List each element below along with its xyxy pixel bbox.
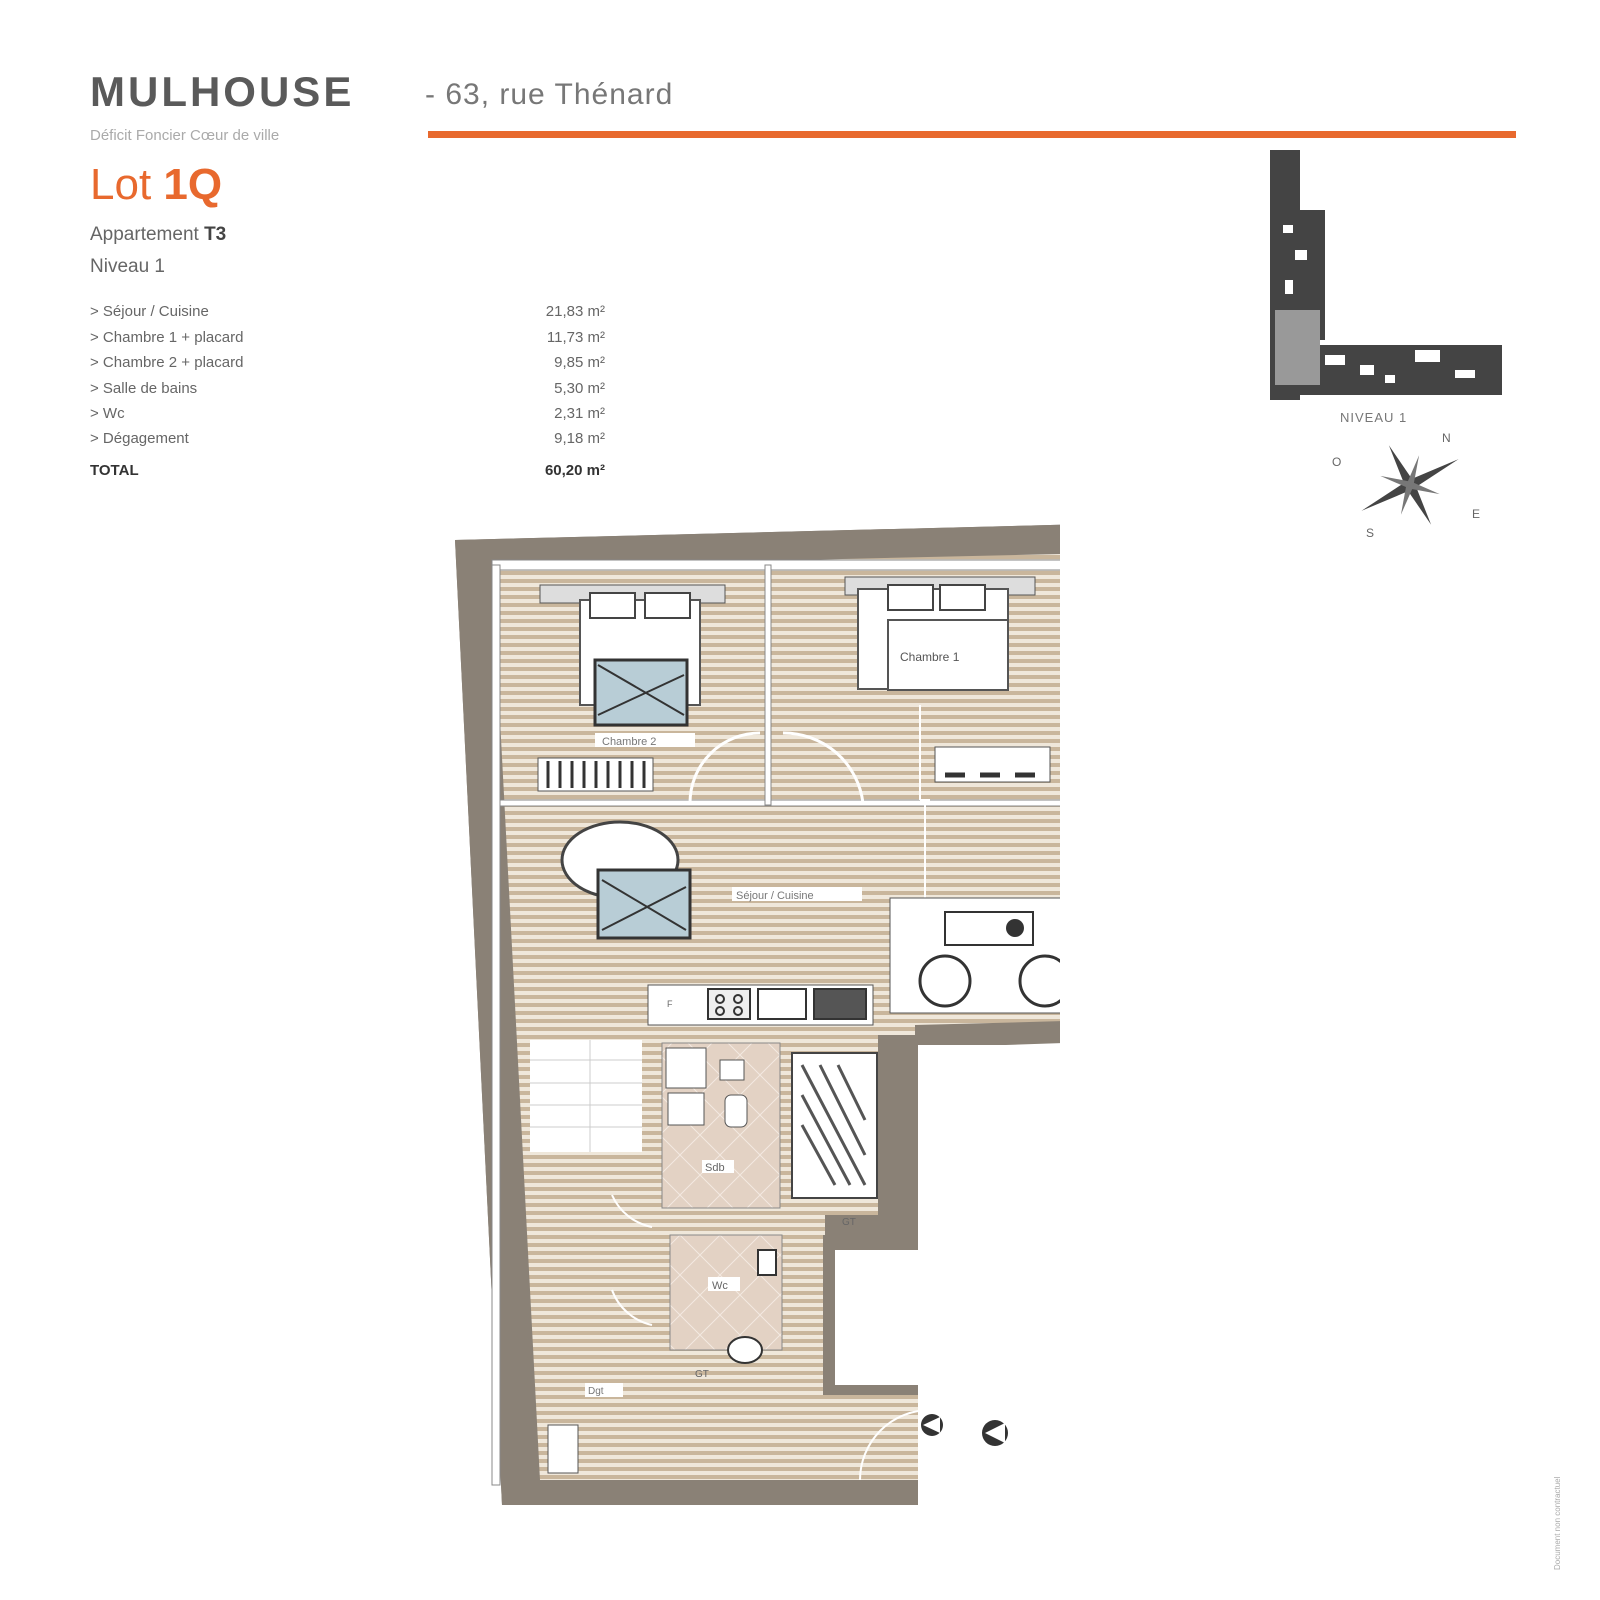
surface-row: > Chambre 1 + placard 11,73 m²	[90, 329, 605, 355]
surface-row: > Dégagement 9,18 m²	[90, 430, 605, 456]
header-divider	[428, 131, 1516, 138]
surface-value: 21,83 m²	[545, 303, 605, 320]
surface-row: > Wc 2,31 m²	[90, 405, 605, 431]
surface-label: > Salle de bains	[90, 380, 198, 397]
locator-lot-highlight	[1275, 310, 1320, 385]
surface-label: > Chambre 2 + placard	[90, 354, 244, 371]
surface-total-value: 60,20 m²	[544, 462, 605, 479]
cabinet-icon	[547, 1424, 579, 1474]
room-label-gt-wc: GT	[695, 1369, 709, 1380]
room-label-dgt: Dgt	[588, 1386, 604, 1397]
staircase	[530, 1040, 642, 1152]
floor-plan: Chambre 2 Chambre 1 Séjour / Cuisine F	[455, 524, 1060, 1525]
lot-prefix: Lot	[90, 160, 152, 209]
surface-value: 2,31 m²	[554, 405, 605, 422]
room-label-gt-bath: GT	[842, 1217, 856, 1228]
wardrobe-icon	[934, 746, 1051, 783]
room-label-wc: Wc	[712, 1280, 728, 1292]
compass-west: O	[1332, 455, 1341, 469]
surface-row: > Chambre 2 + placard 9,85 m²	[90, 354, 605, 380]
entrance-icon	[921, 1414, 1008, 1446]
apartment-type-value: T3	[204, 224, 227, 245]
surface-row: > Salle de bains 5,30 m²	[90, 380, 605, 406]
surface-row: > Séjour / Cuisine 21,83 m²	[90, 303, 605, 329]
city-title: MULHOUSE	[90, 68, 355, 115]
compass-east: E	[1472, 507, 1480, 521]
address: - 63, rue Thénard	[425, 78, 674, 111]
compass-south: S	[1366, 526, 1374, 540]
surface-label: > Chambre 1 + placard	[90, 329, 244, 346]
dining-table-icon	[560, 820, 692, 940]
surface-label: > Wc	[90, 405, 125, 422]
bed-icon	[844, 576, 1036, 691]
compass-north: N	[1442, 431, 1451, 445]
surface-value: 9,85 m²	[554, 354, 605, 371]
room-label-chambre1: Chambre 1	[900, 650, 960, 664]
room-label-sejour: Séjour / Cuisine	[736, 890, 814, 902]
room-label-chambre2: Chambre 2	[602, 736, 656, 748]
fridge-label: F	[667, 999, 673, 1009]
surface-value: 9,18 m²	[554, 430, 605, 447]
room-label-sdb: Sdb	[705, 1162, 725, 1174]
apartment-level: Niveau 1	[90, 256, 165, 277]
lot-title: Lot 1Q	[90, 160, 222, 210]
locator-plan	[1270, 150, 1502, 400]
disclaimer: Document non contractuel	[1553, 1476, 1562, 1570]
surface-value: 11,73 m²	[546, 329, 605, 346]
apartment-type: Appartement T3	[90, 224, 226, 246]
surface-label: > Dégagement	[90, 430, 189, 447]
compass-rose: N E S O	[1332, 431, 1480, 540]
surface-total-label: TOTAL	[90, 462, 139, 479]
window-icon	[593, 658, 689, 727]
wardrobe-icon	[537, 757, 654, 792]
surface-value: 5,30 m²	[554, 380, 605, 397]
surface-total-row: TOTAL 60,20 m²	[90, 462, 605, 488]
toilet-icon	[727, 1336, 763, 1364]
surface-label: > Séjour / Cuisine	[90, 303, 209, 320]
kitchen-counter: F	[647, 984, 874, 1026]
program-subtitle: Déficit Foncier Cœur de ville	[90, 127, 280, 144]
apartment-type-label: Appartement	[90, 224, 199, 245]
locator-label: NIVEAU 1	[1340, 410, 1408, 425]
lot-number: 1Q	[163, 160, 223, 209]
sofa-icon	[889, 897, 1060, 1014]
